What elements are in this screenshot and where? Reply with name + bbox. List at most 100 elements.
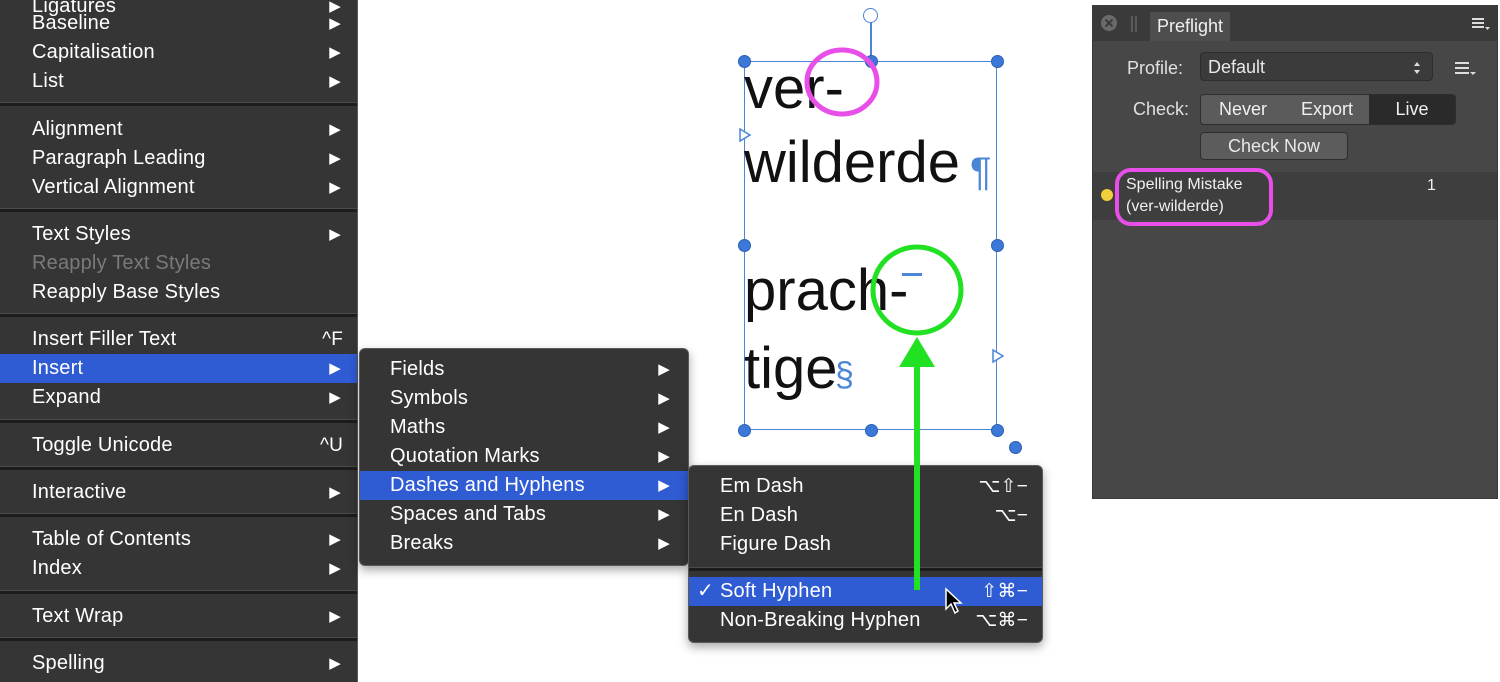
green-circle-annotation	[870, 244, 964, 336]
menu-item-figure-dash[interactable]: Figure Dash	[689, 530, 1042, 559]
panel-menu-icon[interactable]	[1471, 16, 1491, 32]
menu-item-label: Insert	[32, 357, 84, 379]
profile-label: Profile:	[1127, 58, 1184, 78]
preflight-result-row[interactable]: Spelling Mistake (ver-wilderde) 1	[1093, 172, 1497, 220]
menu-item-insert[interactable]: Insert ▶	[0, 354, 357, 383]
pilcrow-mark: ¶	[970, 150, 992, 194]
menu-item-dashes-and-hyphens[interactable]: Dashes and Hyphens ▶	[360, 471, 688, 500]
menu-item-label: Table of Contents	[32, 528, 192, 550]
menu-item-label: Text Wrap	[32, 605, 124, 627]
menu-item-en-dash[interactable]: En Dash ⌥−	[689, 501, 1042, 530]
menu-item-list[interactable]: List ▶	[0, 67, 357, 96]
resize-handle[interactable]	[1009, 441, 1022, 454]
menu-item-spaces-and-tabs[interactable]: Spaces and Tabs ▶	[360, 500, 688, 529]
resize-handle[interactable]	[865, 424, 878, 437]
result-detail: (ver-wilderde)	[1126, 198, 1224, 215]
menu-separator	[0, 466, 357, 470]
panel-tab-bar: Preflight	[1093, 6, 1497, 41]
resize-handle[interactable]	[738, 55, 751, 68]
submenu-arrow-icon: ▶	[329, 150, 341, 167]
tab-preflight[interactable]: Preflight	[1150, 12, 1230, 41]
menu-item-label: Spaces and Tabs	[390, 503, 547, 525]
menu-item-label: Soft Hyphen	[720, 580, 833, 602]
menu-item-label: List	[32, 70, 64, 92]
drag-handle-icon[interactable]	[1129, 16, 1139, 32]
resize-handle[interactable]	[738, 424, 751, 437]
result-count: 1	[1427, 177, 1436, 194]
submenu-arrow-icon: ▶	[329, 655, 341, 672]
resize-handle[interactable]	[738, 239, 751, 252]
menu-item-interactive[interactable]: Interactive ▶	[0, 478, 357, 507]
text-line-3: prach-	[744, 258, 909, 323]
menu-item-fields[interactable]: Fields ▶	[360, 355, 688, 384]
menu-item-expand[interactable]: Expand ▶	[0, 383, 357, 412]
menu-item-maths[interactable]: Maths ▶	[360, 413, 688, 442]
menu-item-label: Breaks	[390, 532, 454, 554]
preflight-panel: Preflight Profile: Default Check: Never …	[1092, 5, 1498, 499]
submenu-arrow-icon: ▶	[329, 73, 341, 90]
submenu-arrow-icon: ▶	[658, 419, 670, 436]
menu-item-label: Reapply Base Styles	[32, 281, 221, 303]
menu-item-toggle-unicode[interactable]: Toggle Unicode ^U	[0, 431, 357, 460]
segment-export[interactable]: Export	[1300, 99, 1354, 119]
menu-item-label: Em Dash	[720, 475, 804, 497]
menu-item-text-wrap[interactable]: Text Wrap ▶	[0, 602, 357, 631]
menu-item-reapply-text-styles: Reapply Text Styles	[0, 249, 357, 278]
menu-item-label: Capitalisation	[32, 41, 155, 63]
menu-item-em-dash[interactable]: Em Dash ⌥⇧−	[689, 472, 1042, 501]
text-flow-out-icon[interactable]	[991, 348, 1005, 364]
text-flow-in-icon[interactable]	[738, 127, 752, 143]
submenu-arrow-icon: ▶	[329, 484, 341, 501]
rotation-handle[interactable]	[863, 8, 878, 23]
menu-item-quotation-marks[interactable]: Quotation Marks ▶	[360, 442, 688, 471]
close-icon[interactable]	[1100, 14, 1118, 32]
menu-item-alignment[interactable]: Alignment ▶	[0, 115, 357, 144]
submenu-arrow-icon: ▶	[329, 121, 341, 138]
submenu-arrow-icon: ▶	[329, 560, 341, 577]
menu-item-spelling[interactable]: Spelling ▶	[0, 649, 357, 678]
check-mode-segmented-control: Never Export Live	[1200, 94, 1456, 125]
menu-item-symbols[interactable]: Symbols ▶	[360, 384, 688, 413]
profile-dropdown[interactable]: Default	[1200, 52, 1433, 81]
magenta-outline-annotation	[1115, 168, 1273, 226]
profile-options-icon[interactable]	[1454, 59, 1478, 77]
menu-item-label: Alignment	[32, 118, 123, 140]
menu-item-label: Ligatures	[32, 0, 117, 17]
submenu-arrow-icon: ▶	[329, 0, 341, 15]
submenu-arrow-icon: ▶	[658, 506, 670, 523]
menu-item-label: Maths	[390, 416, 446, 438]
menu-item-insert-filler-text[interactable]: Insert Filler Text ^F	[0, 325, 357, 354]
menu-item-reapply-base-styles[interactable]: Reapply Base Styles	[0, 278, 357, 307]
segment-never[interactable]: Never	[1218, 99, 1267, 119]
menu-item-non-breaking-hyphen[interactable]: Non-Breaking Hyphen ⌥⌘−	[689, 606, 1042, 635]
submenu-arrow-icon: ▶	[658, 390, 670, 407]
menu-item-vertical-alignment[interactable]: Vertical Alignment ▶	[0, 173, 357, 202]
menu-separator	[0, 637, 357, 641]
menu-item-baseline[interactable]: Baseline ▶	[0, 9, 357, 38]
submenu-arrow-icon: ▶	[658, 361, 670, 378]
menu-item-label: Toggle Unicode	[32, 434, 173, 456]
submenu-arrow-icon: ▶	[658, 535, 670, 552]
menu-item-ligatures[interactable]: Ligatures ▶	[0, 0, 357, 21]
menu-item-label: Baseline	[32, 12, 111, 34]
menu-item-paragraph-leading[interactable]: Paragraph Leading ▶	[0, 144, 357, 173]
menu-item-table-of-contents[interactable]: Table of Contents ▶	[0, 525, 357, 554]
menu-item-soft-hyphen[interactable]: ✓ Soft Hyphen ⇧⌘−	[689, 577, 1042, 606]
shortcut-label: ⌥−	[994, 505, 1028, 526]
submenu-arrow-icon: ▶	[329, 389, 341, 406]
submenu-arrow-icon: ▶	[329, 179, 341, 196]
resize-handle[interactable]	[991, 239, 1004, 252]
menu-item-capitalisation[interactable]: Capitalisation ▶	[0, 38, 357, 67]
resize-handle[interactable]	[991, 424, 1004, 437]
segment-live[interactable]: Live	[1369, 95, 1455, 124]
menu-item-text-styles[interactable]: Text Styles ▶	[0, 220, 357, 249]
menu-item-index[interactable]: Index ▶	[0, 554, 357, 583]
menu-item-breaks[interactable]: Breaks ▶	[360, 529, 688, 558]
resize-handle[interactable]	[991, 55, 1004, 68]
text-line-1: ver-	[744, 56, 844, 121]
text-line-2: wilderde	[744, 130, 960, 195]
menu-item-label: Fields	[390, 358, 445, 380]
check-now-button[interactable]: Check Now	[1200, 132, 1348, 160]
submenu-arrow-icon: ▶	[329, 226, 341, 243]
context-menu-main: Ligatures ▶ Baseline ▶ Capitalisation ▶ …	[0, 0, 358, 682]
